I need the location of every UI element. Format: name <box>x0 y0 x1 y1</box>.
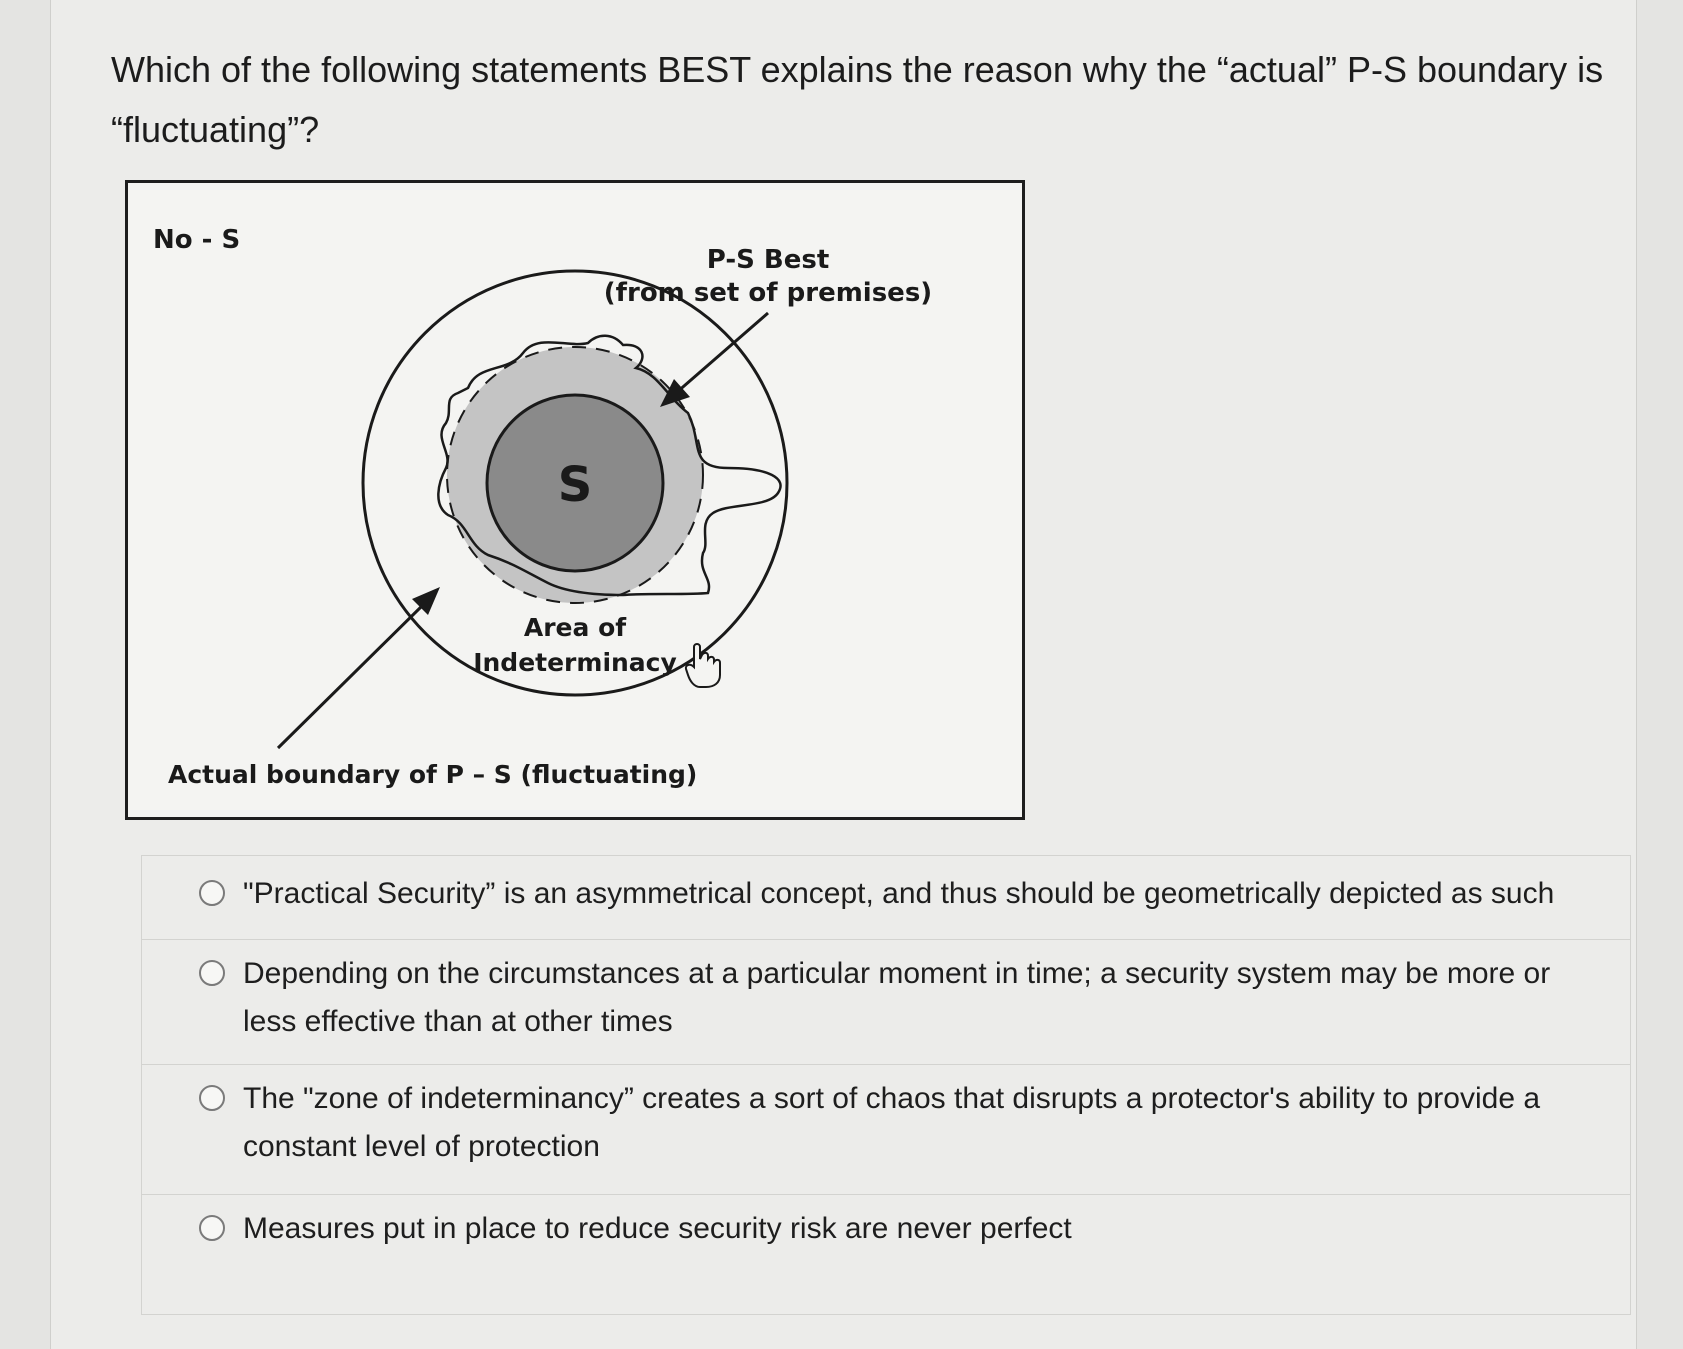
actual-boundary-label: Actual boundary of P – S (fluctuating) <box>168 760 697 789</box>
answer-option-1[interactable]: "Practical Security” is an asymmetrical … <box>141 870 1631 940</box>
answer-option-2[interactable]: Depending on the circumstances at a part… <box>141 950 1631 1065</box>
answer-option-3-label[interactable]: The "zone of indeterminancy” creates a s… <box>243 1082 1541 1163</box>
actual-boundary-arrow-head <box>412 587 440 615</box>
s-label: S <box>558 457 593 513</box>
answer-options-frame <box>141 855 1631 1315</box>
s-circle <box>485 393 665 573</box>
ps-best-circle <box>361 269 789 697</box>
answer-option-3[interactable]: The "zone of indeterminancy” creates a s… <box>141 1075 1631 1195</box>
radio-button-1[interactable] <box>199 880 225 906</box>
answer-option-1-label[interactable]: "Practical Security” is an asymmetrical … <box>243 877 1555 910</box>
actual-boundary-arrow-line <box>276 601 427 750</box>
answer-option-2-label[interactable]: Depending on the circumstances at a part… <box>243 957 1551 1038</box>
answer-option-4-label[interactable]: Measures put in place to reduce security… <box>243 1212 1072 1245</box>
quiz-page: Which of the following statements BEST e… <box>50 0 1637 1349</box>
indeterminacy-label: Indeterminacy <box>473 648 677 677</box>
ps-best-arrow-head <box>660 379 690 407</box>
no-s-label: No - S <box>153 225 240 255</box>
premises-label: (from set of premises) <box>604 278 932 308</box>
hand-cursor-icon <box>684 643 721 688</box>
answer-option-4[interactable]: Measures put in place to reduce security… <box>141 1205 1631 1285</box>
question-text: Which of the following statements BEST e… <box>111 49 1604 150</box>
ps-best-label: P-S Best <box>707 245 830 275</box>
diagram-svg: S No - S P-S Best (from set of premises)… <box>153 225 932 789</box>
actual-boundary-path <box>437 334 782 597</box>
ps-best-arrow-line <box>675 311 769 395</box>
radio-button-3[interactable] <box>199 1085 225 1111</box>
radio-button-4[interactable] <box>199 1215 225 1241</box>
ps-boundary-diagram: S No - S P-S Best (from set of premises)… <box>125 180 1025 820</box>
answer-options: "Practical Security” is an asymmetrical … <box>141 860 1631 1330</box>
radio-button-2[interactable] <box>199 960 225 986</box>
area-of-label: Area of <box>524 613 627 642</box>
